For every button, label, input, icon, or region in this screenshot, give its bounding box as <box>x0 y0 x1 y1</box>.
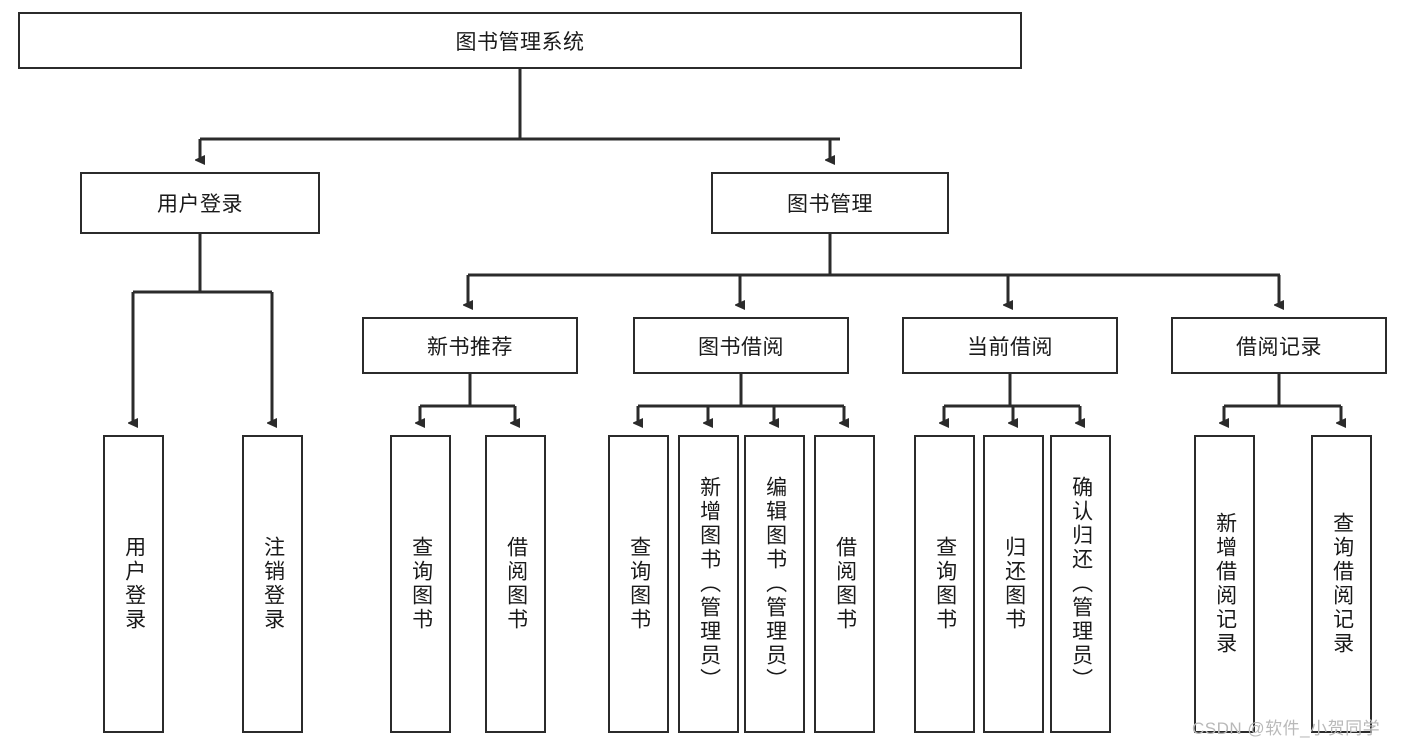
node-leaf-logout[interactable]: 注销登录 <box>242 435 303 733</box>
node-leaf-query-book-1[interactable]: 查询图书 <box>390 435 451 733</box>
node-leaf-borrow-book-1-label: 借阅图书 <box>504 536 528 632</box>
node-new-book-rec-label: 新书推荐 <box>427 335 513 359</box>
node-leaf-query-book-2-label: 查询图书 <box>627 536 651 632</box>
node-leaf-logout-label: 注销登录 <box>261 536 285 632</box>
node-book-manage[interactable]: 图书管理 <box>711 172 949 234</box>
node-new-book-rec[interactable]: 新书推荐 <box>362 317 578 374</box>
node-leaf-borrow-book-2-label: 借阅图书 <box>833 536 857 632</box>
node-leaf-return-book-label: 归还图书 <box>1002 536 1026 632</box>
node-leaf-edit-book[interactable]: 编辑图书（管理员） <box>744 435 805 733</box>
node-root[interactable]: 图书管理系统 <box>18 12 1022 69</box>
node-current-borrow-label: 当前借阅 <box>967 335 1053 359</box>
node-leaf-user-login-label: 用户登录 <box>122 536 146 632</box>
node-user-login[interactable]: 用户登录 <box>80 172 320 234</box>
node-leaf-borrow-book-1[interactable]: 借阅图书 <box>485 435 546 733</box>
node-leaf-query-record[interactable]: 查询借阅记录 <box>1311 435 1372 733</box>
node-leaf-query-book-3[interactable]: 查询图书 <box>914 435 975 733</box>
node-user-login-label: 用户登录 <box>157 193 243 216</box>
node-leaf-add-book[interactable]: 新增图书（管理员） <box>678 435 739 733</box>
node-leaf-add-record[interactable]: 新增借阅记录 <box>1194 435 1255 733</box>
node-leaf-add-record-label: 新增借阅记录 <box>1213 512 1237 656</box>
node-leaf-borrow-book-2[interactable]: 借阅图书 <box>814 435 875 733</box>
node-book-borrow-label: 图书借阅 <box>698 335 784 359</box>
node-leaf-query-book-1-label: 查询图书 <box>409 536 433 632</box>
node-leaf-return-book[interactable]: 归还图书 <box>983 435 1044 733</box>
node-book-manage-label: 图书管理 <box>787 193 873 216</box>
node-book-borrow[interactable]: 图书借阅 <box>633 317 849 374</box>
node-leaf-user-login[interactable]: 用户登录 <box>103 435 164 733</box>
node-leaf-confirm-return[interactable]: 确认归还（管理员） <box>1050 435 1111 733</box>
node-leaf-query-book-2[interactable]: 查询图书 <box>608 435 669 733</box>
node-borrow-record[interactable]: 借阅记录 <box>1171 317 1387 374</box>
node-leaf-edit-book-label: 编辑图书（管理员） <box>763 476 787 692</box>
node-root-label: 图书管理系统 <box>455 30 585 54</box>
csdn-watermark: CSDN @软件_小贺同学 <box>1192 719 1381 738</box>
node-borrow-record-label: 借阅记录 <box>1236 335 1322 359</box>
node-leaf-query-record-label: 查询借阅记录 <box>1330 512 1354 656</box>
node-leaf-add-book-label: 新增图书（管理员） <box>697 476 721 692</box>
node-leaf-confirm-return-label: 确认归还（管理员） <box>1069 476 1093 692</box>
node-leaf-query-book-3-label: 查询图书 <box>933 536 957 632</box>
node-current-borrow[interactable]: 当前借阅 <box>902 317 1118 374</box>
